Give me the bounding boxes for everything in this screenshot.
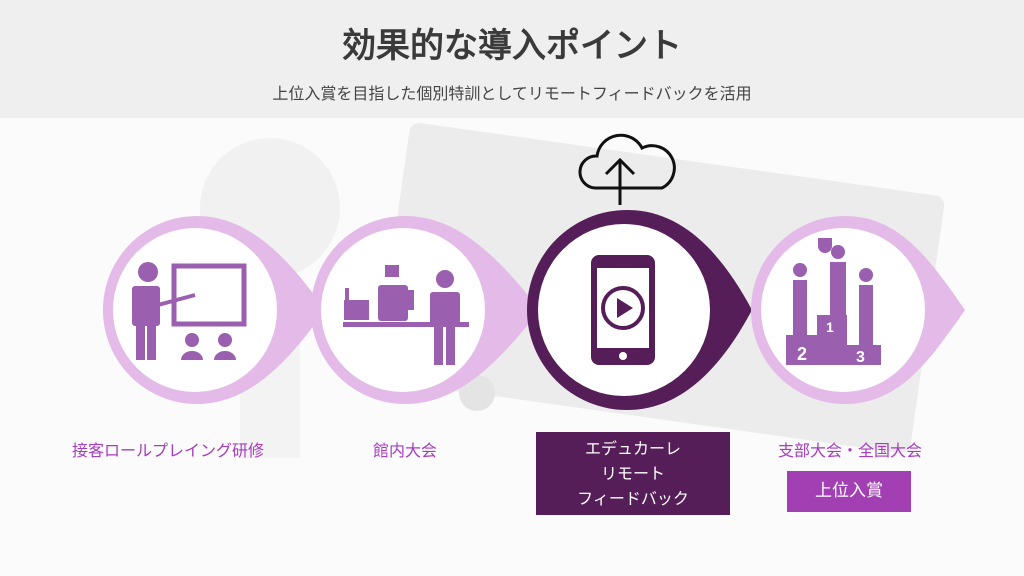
step-3-remote-feedback xyxy=(527,133,752,410)
reception-counter-icon xyxy=(343,265,469,365)
cloud-upload-icon xyxy=(578,133,676,205)
page-title: 効果的な導入ポイント xyxy=(342,26,682,66)
step-3-label-box: エデュカーレ リモート フィードバック xyxy=(536,432,730,515)
step-4-label: 支部大会・全国大会 xyxy=(777,441,922,460)
smartphone-video-icon xyxy=(591,255,655,365)
step-2-label: 館内大会 xyxy=(372,441,437,460)
page-subtitle: 上位入賞を目指した個別特訓としてリモートフィードバックを活用 xyxy=(272,84,752,103)
step-2-inhouse-contest xyxy=(310,215,540,404)
header-band: 効果的な導入ポイント 上位入賞を目指した個別特訓としてリモートフィードバックを活… xyxy=(0,0,1024,118)
top-prize-badge: 上位入賞 xyxy=(787,471,911,512)
step-3-label-line: リモート xyxy=(600,464,665,483)
podium-icon: 2 3 1 xyxy=(786,238,881,366)
step-3-label-line: エデュカーレ xyxy=(584,439,681,458)
step-1-training xyxy=(102,215,325,404)
step-3-label-line: フィードバック xyxy=(577,489,689,508)
svg-text:3: 3 xyxy=(856,349,865,366)
svg-text:2: 2 xyxy=(797,344,807,364)
presentation-icon xyxy=(132,262,247,360)
step-4-regional-national: 2 3 1 xyxy=(750,215,965,404)
step-1-label: 接客ロールプレイング研修 xyxy=(72,441,265,460)
svg-text:1: 1 xyxy=(826,319,834,335)
